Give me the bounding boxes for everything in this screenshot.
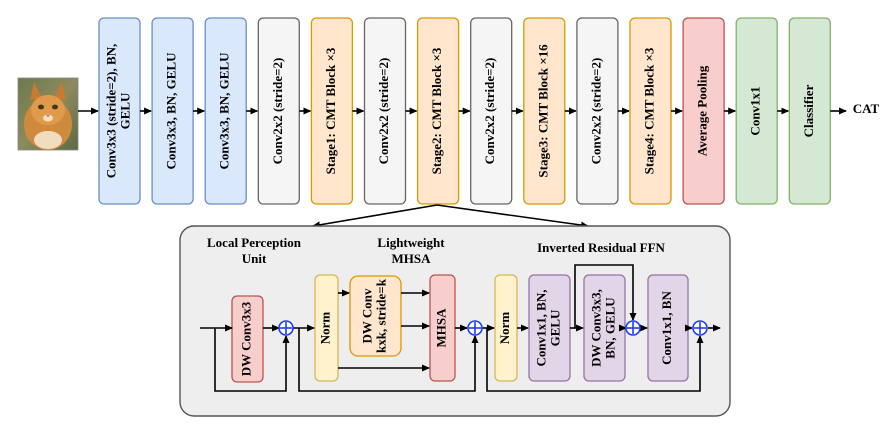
pipeline-block-14-classifier: Classifier: [788, 17, 831, 205]
pipeline-block-5-stage1-cmt-block-3: Stage1: CMT Block ×3: [310, 17, 354, 205]
pipeline-block-9-stage3-cmt-block-16-label: Stage3: CMT Block ×16: [535, 44, 550, 178]
detail-norm2: Norm: [494, 274, 518, 382]
detail-norm2-label: Norm: [497, 312, 512, 345]
pipeline-block-11-stage4-cmt-block-3-label: Stage4: CMT Block ×3: [641, 47, 656, 174]
detail-conv1x1-bn-gelu-label-2: GELU: [547, 309, 562, 346]
pipeline-block-1-conv3x3-stride-2-bn-gelu: Conv3x3 (stride=2), BN,GELU: [98, 17, 141, 205]
detail-dw-conv-kxk-label-2: kxk, stride=k: [373, 278, 388, 353]
pipeline-block-8-conv2x2-stride-2-label: Conv2x2 (stride=2): [482, 58, 497, 165]
detail-conv1x1-bn: Conv1x1, BN: [647, 274, 689, 382]
mhsa-title-line1: Lightweight: [377, 235, 445, 250]
pipeline-block-13-conv1x1-label: Conv1x1: [748, 86, 763, 135]
pipeline-block-4-conv2x2-stride-2: Conv2x2 (stride=2): [257, 17, 300, 205]
detail-mhsa: MHSA: [429, 274, 456, 382]
residual-add-3: [625, 320, 641, 336]
detail-connections: [200, 264, 721, 392]
detail-norm1-label: Norm: [317, 312, 332, 345]
mhsa-title-line2: MHSA: [392, 251, 432, 266]
pipeline-block-14-classifier-label: Classifier: [801, 84, 816, 137]
input-cat-image: [17, 77, 79, 151]
pipeline-block-11-stage4-cmt-block-3: Stage4: CMT Block ×3: [629, 17, 672, 205]
pipeline: Conv3x3 (stride=2), BN,GELU Conv3x3, BN, …: [78, 17, 847, 205]
pipeline-block-12-average-pooling-label: Average Pooling: [695, 65, 710, 156]
zoom-line-right: [436, 204, 589, 229]
pipeline-block-10-conv2x2-stride-2: Conv2x2 (stride=2): [576, 17, 619, 205]
detail-dw-conv3x3: DW Conv3x3: [231, 295, 264, 383]
detail-dw-conv3x3-bn-gelu-label-1: DW Conv3x3,: [588, 289, 603, 367]
pipeline-block-6-conv2x2-stride-2: Conv2x2 (stride=2): [363, 17, 407, 205]
pipeline-block-2-conv3x3-bn-gelu-label: Conv3x3, BN, GELU: [164, 52, 179, 170]
pipeline-block-3-conv3x3-bn-gelu: Conv3x3, BN, GELU: [204, 17, 247, 205]
detail-conv1x1-bn-gelu-label-1: Conv1x1, BN,: [533, 290, 548, 367]
pipeline-block-6-conv2x2-stride-2-label: Conv2x2 (stride=2): [376, 58, 391, 165]
detail-dw-conv-kxk-label-1: DW Conv: [359, 288, 374, 344]
pipeline-block-8-conv2x2-stride-2: Conv2x2 (stride=2): [470, 17, 513, 205]
residual-add-4: [692, 320, 708, 336]
pipeline-block-9-stage3-cmt-block-16: Stage3: CMT Block ×16: [523, 17, 566, 205]
detail-dw-conv3x3-box: [231, 295, 264, 383]
detail-dw-conv-kxk-box: [349, 275, 402, 357]
pipeline-block-3-conv3x3-bn-gelu-label: Conv3x3, BN, GELU: [217, 52, 232, 170]
residual-add-1: [278, 320, 294, 336]
lpu-title-line1: Local Perception: [207, 235, 302, 250]
detail-dw-conv3x3-bn-gelu: DW Conv3x3,BN, GELU: [583, 274, 626, 382]
irffn-title: Inverted Residual FFN: [537, 240, 665, 255]
detail-conv1x1-bn-gelu: Conv1x1, BN,GELU: [528, 274, 571, 382]
detail-dw-conv3x3-label: DW Conv3x3: [238, 301, 253, 376]
detail-norm1-box: [314, 274, 339, 382]
pipeline-block-7-stage2-cmt-block-3-label: Stage2: CMT Block ×3: [429, 47, 444, 174]
pipeline-block-1-conv3x3-stride-2-bn-gelu-label-1: Conv3x3 (stride=2), BN,: [103, 44, 118, 179]
detail-dw-conv3x3-bn-gelu-label-2: BN, GELU: [602, 297, 617, 359]
pipeline-block-2-conv3x3-bn-gelu: Conv3x3, BN, GELU: [151, 17, 194, 205]
pipeline-block-4-conv2x2-stride-2-label: Conv2x2 (stride=2): [270, 58, 285, 165]
pipeline-block-13-conv1x1: Conv1x1: [735, 17, 778, 205]
residual-add-2: [467, 320, 483, 336]
detail-conv1x1-bn-label: Conv1x1, BN: [659, 291, 674, 365]
pipeline-block-10-conv2x2-stride-2-label: Conv2x2 (stride=2): [588, 58, 603, 165]
lpu-title-line2: Unit: [242, 251, 267, 266]
pipeline-block-7-stage2-cmt-block-3: Stage2: CMT Block ×3: [416, 17, 460, 205]
pipeline-block-1-conv3x3-stride-2-bn-gelu-label-2: GELU: [117, 92, 132, 129]
output-label-cat: CAT: [853, 101, 880, 116]
detail-mhsa-label: MHSA: [433, 308, 448, 348]
cat-photo-icon: [24, 82, 72, 150]
pipeline-block-5-stage1-cmt-block-3-label: Stage1: CMT Block ×3: [323, 47, 338, 174]
zoom-line-left: [312, 204, 438, 229]
pipeline-block-12-average-pooling: Average Pooling: [682, 17, 725, 205]
detail-norm1: Norm: [314, 274, 339, 382]
